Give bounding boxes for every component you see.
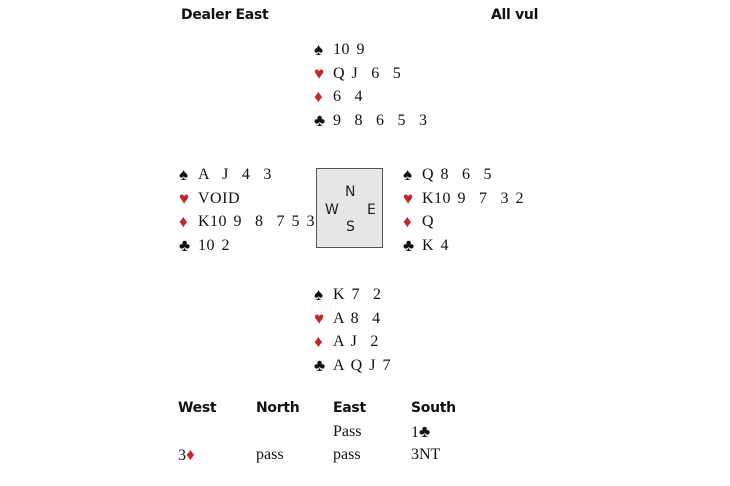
west-spades: ♠ A J 4 3 bbox=[179, 163, 315, 187]
diamond-icon: ♦ bbox=[186, 445, 195, 464]
compass-table: N W E S bbox=[316, 168, 383, 248]
north-hearts: ♥ Q J 6 5 bbox=[314, 62, 428, 86]
cards: 9 8 6 5 3 bbox=[333, 111, 428, 129]
south-diamonds: ♦ A J 2 bbox=[314, 330, 391, 354]
cards: Q bbox=[422, 213, 435, 230]
west-diamonds: ♦ K10 9 8 7 5 3 bbox=[179, 210, 315, 234]
cards: A 8 4 bbox=[333, 309, 381, 327]
west-hand: ♠ A J 4 3 ♥ VOID ♦ K10 9 8 7 5 3 ♣ 10 2 bbox=[179, 163, 315, 257]
auction-cell bbox=[178, 420, 216, 443]
cards: A J 2 bbox=[333, 333, 379, 350]
auction-cell: pass bbox=[333, 446, 361, 463]
heart-icon: ♥ bbox=[179, 188, 190, 208]
heart-icon: ♥ bbox=[403, 188, 414, 208]
south-spades: ♠ K 7 2 bbox=[314, 283, 391, 307]
club-icon: ♣ bbox=[403, 235, 415, 255]
club-icon: ♣ bbox=[419, 422, 431, 441]
east-clubs: ♣ K 4 bbox=[403, 234, 524, 258]
heart-icon: ♥ bbox=[314, 63, 325, 83]
auction-cell: 1♣ bbox=[411, 420, 456, 443]
auction-header-west: West bbox=[178, 400, 217, 416]
bid-level: 1 bbox=[411, 424, 419, 441]
cards: K10 9 7 3 2 bbox=[422, 189, 525, 207]
spade-icon: ♠ bbox=[403, 165, 413, 184]
club-icon: ♣ bbox=[179, 235, 191, 255]
diamond-icon: ♦ bbox=[179, 212, 188, 231]
cards: K 4 bbox=[422, 236, 450, 254]
dealer-label: Dealer East bbox=[181, 7, 269, 23]
cards: A J 4 3 bbox=[198, 166, 272, 183]
compass-north: N bbox=[345, 184, 356, 200]
auction-col-south: South 1♣ 3NT bbox=[411, 400, 456, 466]
west-clubs: ♣ 10 2 bbox=[179, 234, 315, 258]
south-hearts: ♥ A 8 4 bbox=[314, 307, 391, 331]
cards: Q 8 6 5 bbox=[422, 166, 493, 183]
auction-header-north: North bbox=[256, 400, 300, 416]
cards: 10 9 bbox=[333, 41, 365, 58]
diamond-icon: ♦ bbox=[314, 87, 323, 106]
club-icon: ♣ bbox=[314, 355, 326, 375]
east-spades: ♠ Q 8 6 5 bbox=[403, 163, 524, 187]
cards: VOID bbox=[198, 189, 240, 207]
spade-icon: ♠ bbox=[179, 165, 189, 184]
south-hand: ♠ K 7 2 ♥ A 8 4 ♦ A J 2 ♣ A Q J 7 bbox=[314, 283, 391, 377]
north-hand: ♠ 10 9 ♥ Q J 6 5 ♦ 6 4 ♣ 9 8 6 5 3 bbox=[314, 38, 428, 132]
north-diamonds: ♦ 6 4 bbox=[314, 85, 428, 109]
north-spades: ♠ 10 9 bbox=[314, 38, 428, 62]
diamond-icon: ♦ bbox=[314, 332, 323, 351]
compass-west: W bbox=[325, 202, 339, 218]
diamond-icon: ♦ bbox=[403, 212, 412, 231]
auction-cell bbox=[256, 420, 299, 443]
auction-cell: 3NT bbox=[411, 446, 441, 463]
cards: Q J 6 5 bbox=[333, 64, 402, 82]
club-icon: ♣ bbox=[314, 110, 326, 130]
east-diamonds: ♦Q bbox=[403, 210, 524, 234]
north-clubs: ♣ 9 8 6 5 3 bbox=[314, 109, 428, 133]
compass-south: S bbox=[346, 219, 355, 235]
cards: K10 9 8 7 5 3 bbox=[198, 213, 316, 230]
cards: A Q J 7 bbox=[333, 356, 391, 374]
cards: 6 4 bbox=[333, 88, 363, 105]
auction-header-east: East bbox=[333, 400, 366, 416]
west-hearts: ♥ VOID bbox=[179, 187, 315, 211]
east-hand: ♠Q 8 6 5 ♥K10 9 7 3 2 ♦Q ♣K 4 bbox=[403, 163, 524, 257]
south-clubs: ♣ A Q J 7 bbox=[314, 354, 391, 378]
auction-cell: pass bbox=[256, 446, 284, 463]
spade-icon: ♠ bbox=[314, 40, 324, 59]
auction-cell: Pass bbox=[333, 423, 362, 440]
auction-header-south: South bbox=[411, 400, 456, 416]
auction-col-west: West 3♦ bbox=[178, 400, 217, 466]
cards: 10 2 bbox=[198, 236, 230, 254]
auction-col-east: East Pass pass bbox=[333, 400, 366, 466]
east-hearts: ♥ K10 9 7 3 2 bbox=[403, 187, 524, 211]
compass-east: E bbox=[367, 202, 376, 218]
bid-level: 3 bbox=[178, 447, 186, 464]
vulnerability-label: All vul bbox=[491, 7, 539, 23]
spade-icon: ♠ bbox=[314, 285, 324, 304]
auction-cell: 3♦ bbox=[178, 443, 216, 466]
cards: K 7 2 bbox=[333, 286, 382, 303]
heart-icon: ♥ bbox=[314, 308, 325, 328]
auction-col-north: North pass bbox=[256, 400, 300, 466]
